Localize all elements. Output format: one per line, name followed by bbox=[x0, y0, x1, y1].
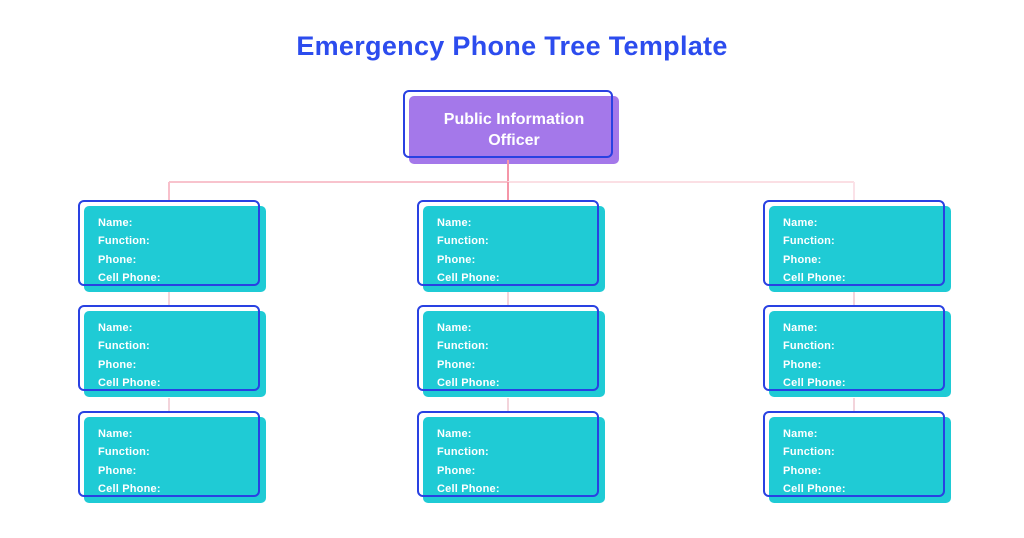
field-label-function: Function: bbox=[783, 340, 835, 353]
node-fill: Name: Function: Phone: Cell Phone: bbox=[423, 417, 605, 503]
field-label-name: Name: bbox=[437, 217, 472, 229]
field-label-phone: Phone: bbox=[98, 253, 137, 266]
node-outline bbox=[417, 200, 599, 286]
connector-right-row2-row3 bbox=[853, 398, 855, 411]
field-label-name: Name: bbox=[783, 217, 818, 229]
field-label-phone: Phone: bbox=[98, 358, 137, 371]
field-label-function: Function: bbox=[98, 235, 150, 248]
connector-root-drop bbox=[507, 160, 509, 182]
connector-drop-left-column bbox=[168, 182, 170, 200]
node-fill: Name: Function: Phone: Cell Phone: bbox=[769, 206, 951, 292]
connector-middle-row2-row3 bbox=[507, 398, 509, 411]
field-label-cell-phone: Cell Phone: bbox=[783, 483, 846, 496]
root-node-public-information-officer[interactable]: Public Information Officer bbox=[403, 90, 619, 164]
field-label-cell-phone: Cell Phone: bbox=[98, 377, 161, 390]
field-label-function: Function: bbox=[783, 235, 835, 248]
connector-horizontal-left bbox=[169, 181, 508, 183]
field-label-function: Function: bbox=[437, 340, 489, 353]
field-label-name: Name: bbox=[98, 322, 133, 334]
contact-node-right-2[interactable]: Name: Function: Phone: Cell Phone: bbox=[763, 305, 951, 397]
contact-node-right-3[interactable]: Name: Function: Phone: Cell Phone: bbox=[763, 411, 951, 503]
field-label-phone: Phone: bbox=[437, 358, 476, 371]
contact-node-middle-3[interactable]: Name: Function: Phone: Cell Phone: bbox=[417, 411, 605, 503]
field-label-phone: Phone: bbox=[783, 358, 822, 371]
connector-left-row1-row2 bbox=[168, 292, 170, 305]
node-fill: Name: Function: Phone: Cell Phone: bbox=[769, 311, 951, 397]
field-label-name: Name: bbox=[783, 428, 818, 440]
connector-horizontal-right bbox=[508, 181, 854, 183]
field-label-cell-phone: Cell Phone: bbox=[437, 377, 500, 390]
node-outline bbox=[763, 200, 945, 286]
root-node-fill: Public Information Officer bbox=[409, 96, 619, 164]
contact-node-left-3[interactable]: Name: Function: Phone: Cell Phone: bbox=[78, 411, 266, 503]
node-fill: Name: Function: Phone: Cell Phone: bbox=[84, 417, 266, 503]
connector-drop-right-column bbox=[853, 182, 855, 200]
node-fill: Name: Function: Phone: Cell Phone: bbox=[84, 311, 266, 397]
contact-node-middle-1[interactable]: Name: Function: Phone: Cell Phone: bbox=[417, 200, 605, 292]
field-label-phone: Phone: bbox=[783, 464, 822, 477]
field-label-cell-phone: Cell Phone: bbox=[98, 272, 161, 285]
connector-drop-middle-column bbox=[507, 182, 509, 200]
node-outline bbox=[78, 411, 260, 497]
node-outline bbox=[417, 305, 599, 391]
node-fill: Name: Function: Phone: Cell Phone: bbox=[423, 206, 605, 292]
field-label-function: Function: bbox=[437, 235, 489, 248]
contact-node-left-2[interactable]: Name: Function: Phone: Cell Phone: bbox=[78, 305, 266, 397]
field-label-function: Function: bbox=[98, 340, 150, 353]
field-label-cell-phone: Cell Phone: bbox=[437, 483, 500, 496]
field-label-name: Name: bbox=[437, 322, 472, 334]
field-label-cell-phone: Cell Phone: bbox=[783, 377, 846, 390]
node-outline bbox=[763, 305, 945, 391]
field-label-cell-phone: Cell Phone: bbox=[437, 272, 500, 285]
field-label-cell-phone: Cell Phone: bbox=[783, 272, 846, 285]
field-label-phone: Phone: bbox=[783, 253, 822, 266]
contact-node-left-1[interactable]: Name: Function: Phone: Cell Phone: bbox=[78, 200, 266, 292]
field-label-function: Function: bbox=[437, 446, 489, 459]
contact-node-right-1[interactable]: Name: Function: Phone: Cell Phone: bbox=[763, 200, 951, 292]
field-label-cell-phone: Cell Phone: bbox=[98, 483, 161, 496]
field-label-phone: Phone: bbox=[98, 464, 137, 477]
field-label-name: Name: bbox=[437, 428, 472, 440]
node-outline bbox=[763, 411, 945, 497]
node-fill: Name: Function: Phone: Cell Phone: bbox=[769, 417, 951, 503]
connector-right-row1-row2 bbox=[853, 292, 855, 305]
field-label-name: Name: bbox=[783, 322, 818, 334]
field-label-function: Function: bbox=[783, 446, 835, 459]
node-fill: Name: Function: Phone: Cell Phone: bbox=[84, 206, 266, 292]
field-label-name: Name: bbox=[98, 428, 133, 440]
node-outline bbox=[78, 200, 260, 286]
node-outline bbox=[78, 305, 260, 391]
node-outline bbox=[417, 411, 599, 497]
field-label-phone: Phone: bbox=[437, 253, 476, 266]
contact-node-middle-2[interactable]: Name: Function: Phone: Cell Phone: bbox=[417, 305, 605, 397]
field-label-name: Name: bbox=[98, 217, 133, 229]
connector-middle-row1-row2 bbox=[507, 292, 509, 305]
page-title: Emergency Phone Tree Template bbox=[296, 31, 728, 61]
root-node-label: Public Information Officer bbox=[443, 111, 585, 149]
root-node-outline bbox=[403, 90, 613, 158]
node-fill: Name: Function: Phone: Cell Phone: bbox=[423, 311, 605, 397]
connector-left-row2-row3 bbox=[168, 398, 170, 411]
field-label-function: Function: bbox=[98, 446, 150, 459]
field-label-phone: Phone: bbox=[437, 464, 476, 477]
